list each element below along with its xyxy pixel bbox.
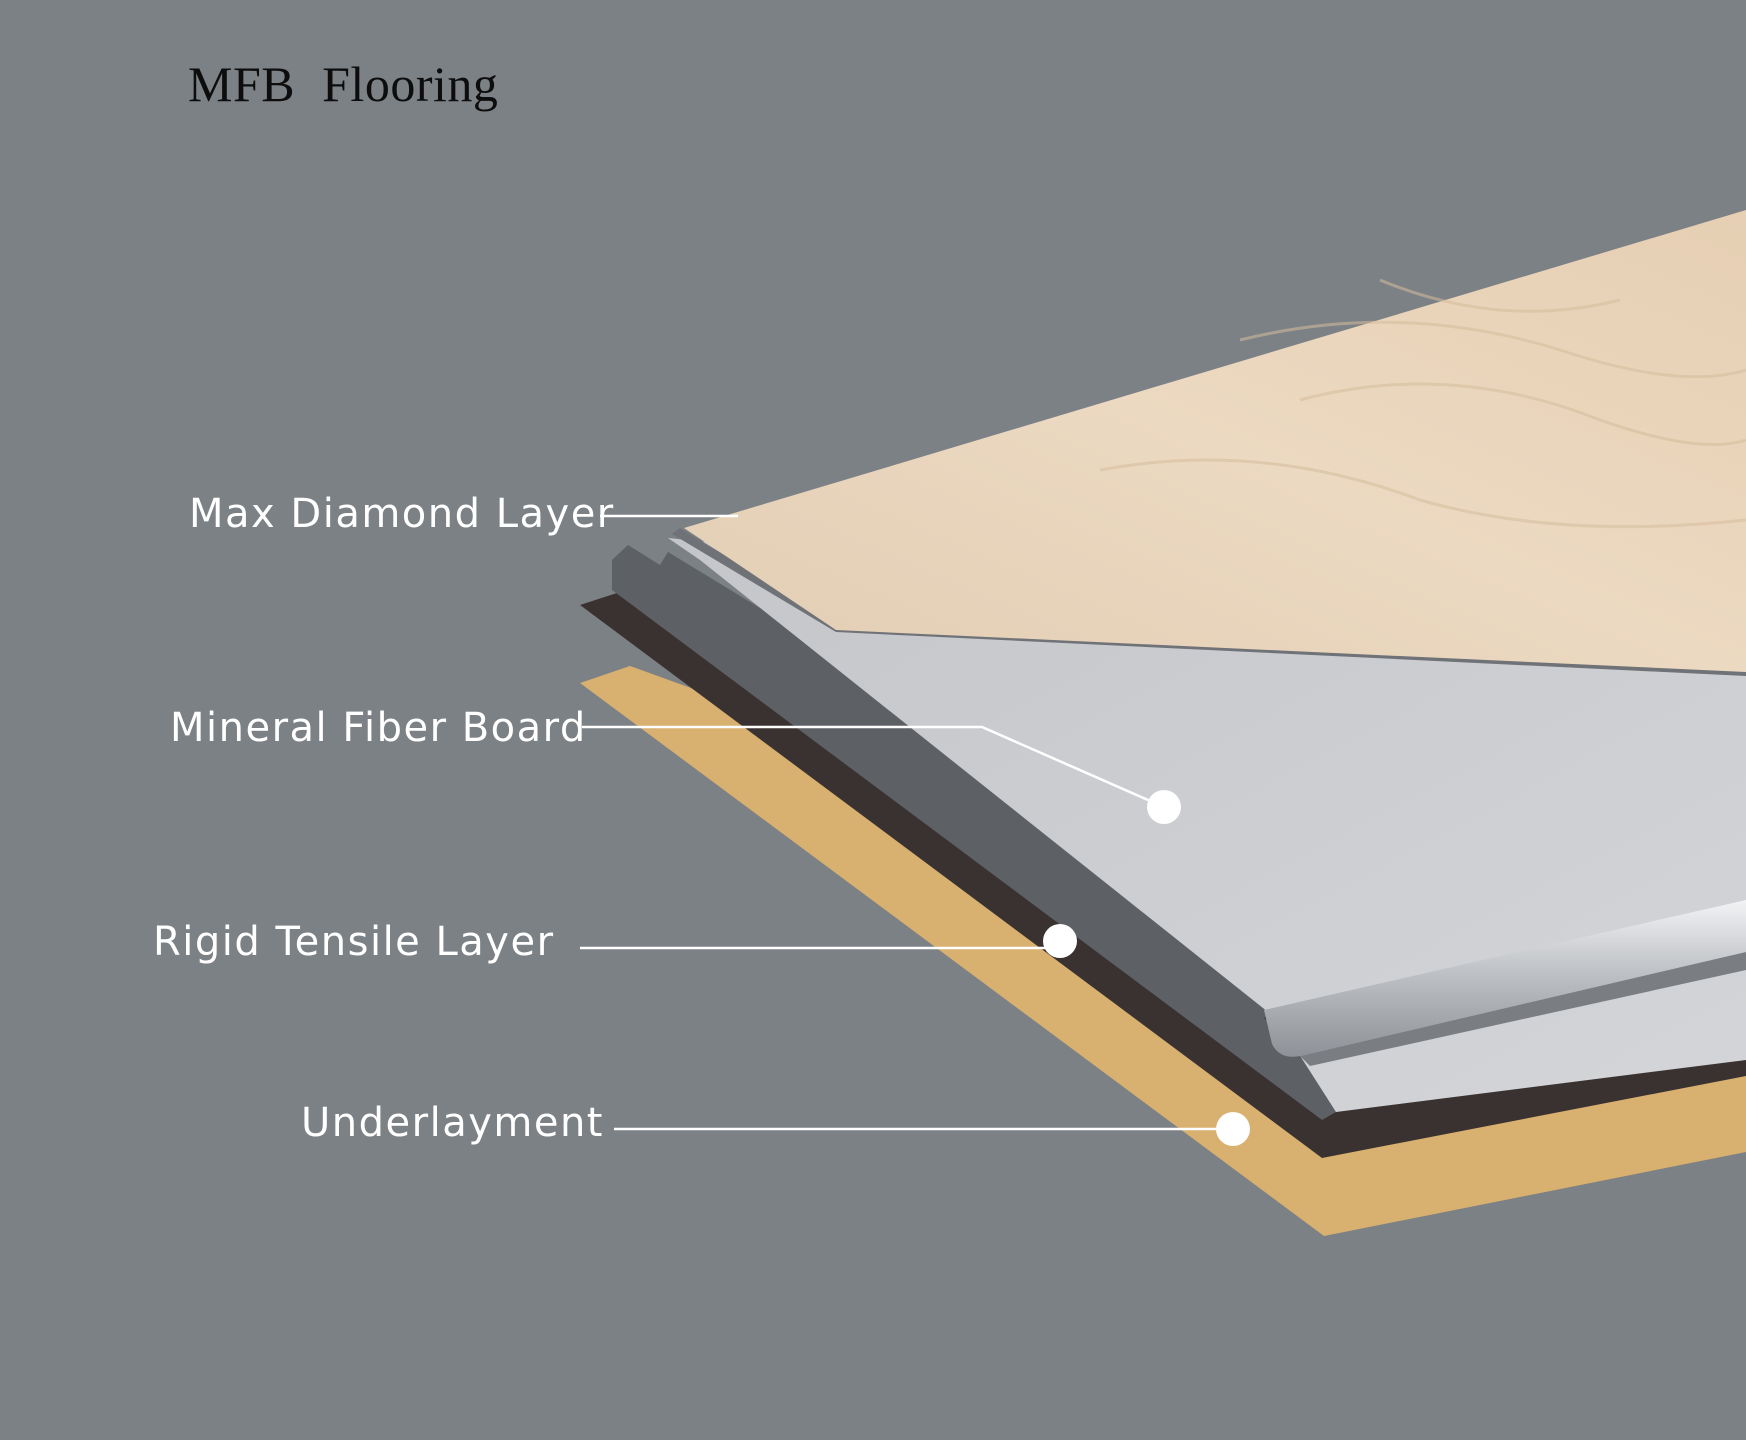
board-edge bbox=[612, 545, 1352, 1120]
marker-dot-rigid-tensile bbox=[1043, 924, 1077, 958]
max-diamond-layer bbox=[684, 210, 1746, 672]
marker-dot-mineral-fiber bbox=[1147, 790, 1181, 824]
leader-lines bbox=[580, 514, 1233, 1131]
label-max-diamond-layer: Max Diamond Layer bbox=[189, 491, 615, 537]
leader-line-mineral-fiber bbox=[582, 725, 1165, 809]
wood-grain bbox=[1099, 278, 1746, 529]
marker-dot-underlayment bbox=[1216, 1112, 1250, 1146]
label-underlayment: Underlayment bbox=[301, 1100, 604, 1146]
rail-shadow bbox=[1300, 952, 1746, 1066]
click-rail bbox=[1264, 900, 1746, 1057]
page-title: MFB Flooring bbox=[188, 56, 499, 112]
label-mineral-fiber-board: Mineral Fiber Board bbox=[170, 705, 587, 751]
label-rigid-tensile-layer: Rigid Tensile Layer bbox=[153, 919, 555, 965]
